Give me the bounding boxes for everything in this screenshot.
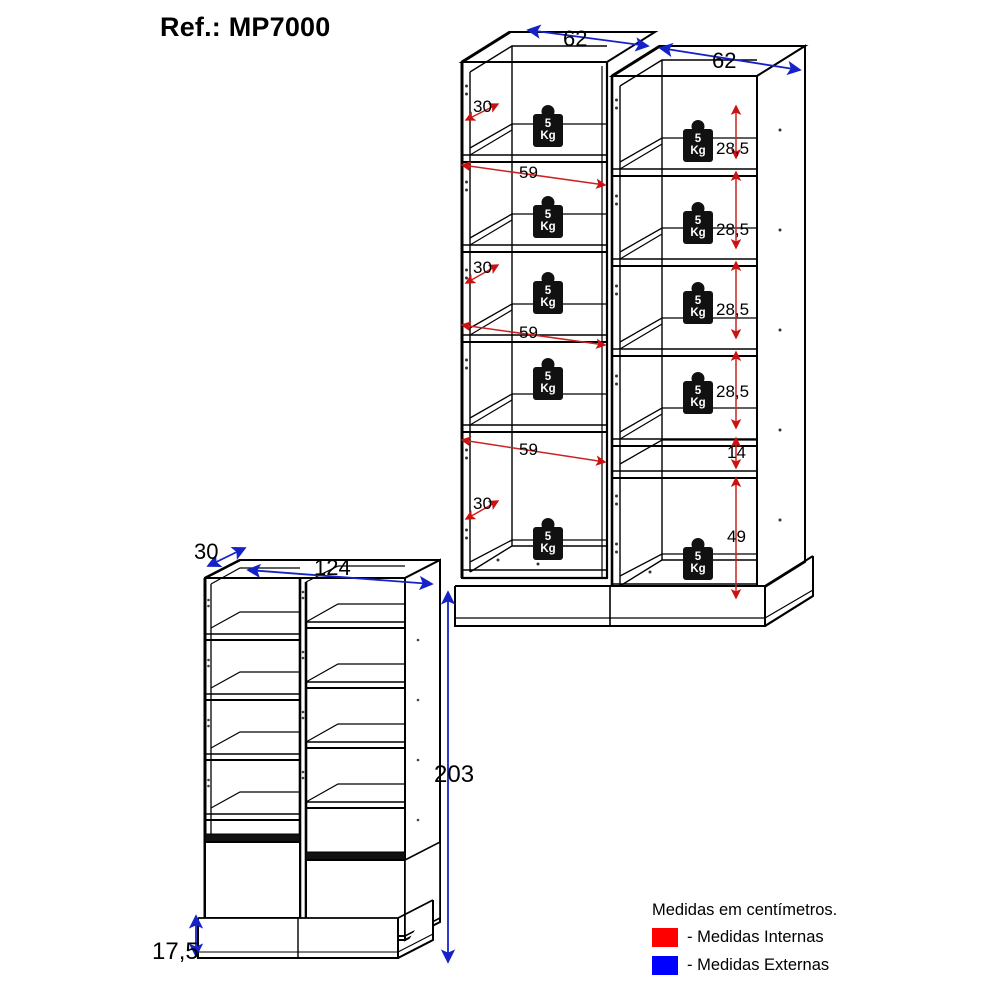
weight-body: 5 Kg: [683, 211, 713, 244]
dim-right-h-1: 28,5: [716, 139, 750, 158]
legend-units-note: Medidas em centímetros.: [652, 901, 838, 919]
dim-closed-width: 124: [314, 555, 351, 580]
dim-right-h-6: 49: [727, 527, 746, 546]
weight-body: 5 Kg: [533, 205, 563, 238]
legend-row-external: - Medidas Externas: [652, 955, 837, 975]
weight-tag-5kg: 5 Kg: [533, 196, 563, 238]
weight-tag-5kg: 5 Kg: [683, 202, 713, 244]
weight-unit: Kg: [690, 226, 706, 239]
legend: Medidas em centímetros. - Medidas Intern…: [652, 902, 837, 984]
weight-tag-5kg: 5 Kg: [683, 120, 713, 162]
legend-label-external: - Medidas Externas: [687, 955, 830, 974]
weight-value: 5: [694, 384, 702, 397]
legend-label-internal: - Medidas Internas: [687, 927, 824, 946]
dim-left-depth-2: 30: [473, 258, 492, 277]
weight-unit: Kg: [690, 144, 706, 157]
weight-value: 5: [544, 530, 552, 543]
weight-body: 5 Kg: [683, 547, 713, 580]
weight-value: 5: [694, 294, 702, 307]
dim-closed-depth: 30: [194, 539, 219, 564]
weight-value: 5: [694, 550, 702, 563]
weight-unit: Kg: [540, 129, 556, 142]
weight-unit: Kg: [690, 306, 706, 319]
weight-unit: Kg: [690, 562, 706, 575]
dim-right-h-4: 28,5: [716, 382, 750, 401]
dim-top-left-62: 62: [563, 26, 588, 51]
weight-body: 5 Kg: [533, 281, 563, 314]
dim-left-depth-3: 30: [473, 494, 492, 513]
dim-left-width-2: 59: [519, 323, 538, 342]
internal-dimension-arrows: [460, 103, 742, 600]
legend-swatch-external: [652, 955, 678, 975]
legend-row-internal: - Medidas Internas: [652, 927, 837, 947]
weight-value: 5: [544, 284, 552, 297]
weight-tag-5kg: 5 Kg: [683, 282, 713, 324]
weight-unit: Kg: [540, 382, 556, 395]
dim-left-depth-1: 30: [473, 97, 492, 116]
weight-tag-5kg: 5 Kg: [533, 358, 563, 400]
weight-unit: Kg: [690, 396, 706, 409]
page-title: Ref.: MP7000: [160, 12, 331, 42]
dim-right-h-3: 28,5: [716, 300, 750, 319]
dim-left-width-1: 59: [519, 163, 538, 182]
dim-right-h-5: 14: [727, 443, 746, 462]
weight-unit: Kg: [540, 220, 556, 233]
weight-body: 5 Kg: [683, 129, 713, 162]
weight-value: 5: [544, 117, 552, 130]
weight-value: 5: [694, 132, 702, 145]
dim-top-right-62: 62: [712, 48, 737, 73]
weight-unit: Kg: [540, 542, 556, 555]
weight-body: 5 Kg: [683, 381, 713, 414]
weight-body: 5 Kg: [533, 527, 563, 560]
external-dimension-arrows: [188, 24, 802, 964]
weight-value: 5: [544, 208, 552, 221]
weight-body: 5 Kg: [533, 367, 563, 400]
weight-unit: Kg: [540, 296, 556, 309]
dim-closed-height: 203: [434, 761, 475, 788]
legend-swatch-internal: [652, 927, 678, 947]
dim-right-h-2: 28,5: [716, 220, 750, 239]
weight-tag-5kg: 5 Kg: [683, 538, 713, 580]
weight-value: 5: [544, 370, 552, 383]
weight-tag-5kg: 5 Kg: [683, 372, 713, 414]
dim-left-width-3: 59: [519, 440, 538, 459]
weight-tag-5kg: 5 Kg: [533, 105, 563, 147]
dim-closed-plinth: 17,5: [152, 938, 199, 965]
weight-tag-5kg: 5 Kg: [533, 518, 563, 560]
weight-body: 5 Kg: [533, 114, 563, 147]
weight-body: 5 Kg: [683, 291, 713, 324]
weight-tag-5kg: 5 Kg: [533, 272, 563, 314]
weight-value: 5: [694, 214, 702, 227]
